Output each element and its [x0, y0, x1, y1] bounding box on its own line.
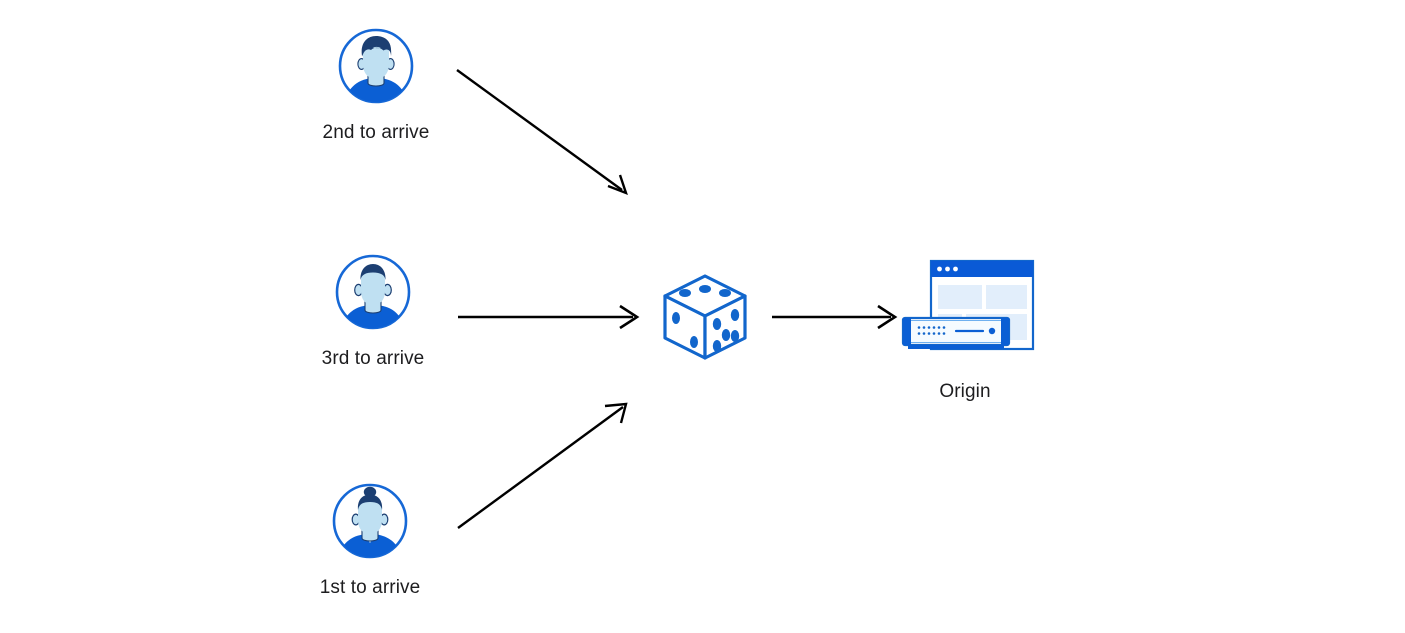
- server-device-icon: [901, 316, 1011, 349]
- node-dice[interactable]: [645, 262, 765, 372]
- avatar-1st-icon: [330, 481, 410, 561]
- dice-left-pips: [672, 312, 698, 348]
- origin-icon: [865, 256, 1065, 366]
- avatar-2nd-icon: [336, 26, 416, 106]
- node-person-2nd-label: 2nd to arrive: [322, 122, 430, 143]
- arrow-3rd-to-dice: [458, 304, 640, 330]
- node-person-1st-label: 1st to arrive: [319, 577, 421, 598]
- node-origin-label: Origin: [939, 381, 991, 402]
- node-person-3rd-label: 3rd to arrive: [321, 348, 425, 369]
- node-person-3rd[interactable]: 3rd to arrive: [293, 252, 453, 368]
- arrow-1st-to-dice: [457, 402, 628, 529]
- dice-right-pips: [712, 309, 740, 352]
- dice-icon: [650, 262, 760, 372]
- dice-top-pips: [679, 285, 731, 297]
- node-person-2nd[interactable]: 2nd to arrive: [296, 26, 456, 142]
- server-ports: [917, 326, 946, 335]
- node-origin[interactable]: Origin: [865, 256, 1065, 401]
- arrow-2nd-to-dice: [456, 69, 628, 196]
- avatar-3rd-icon: [333, 252, 413, 332]
- node-person-1st[interactable]: 1st to arrive: [290, 481, 450, 597]
